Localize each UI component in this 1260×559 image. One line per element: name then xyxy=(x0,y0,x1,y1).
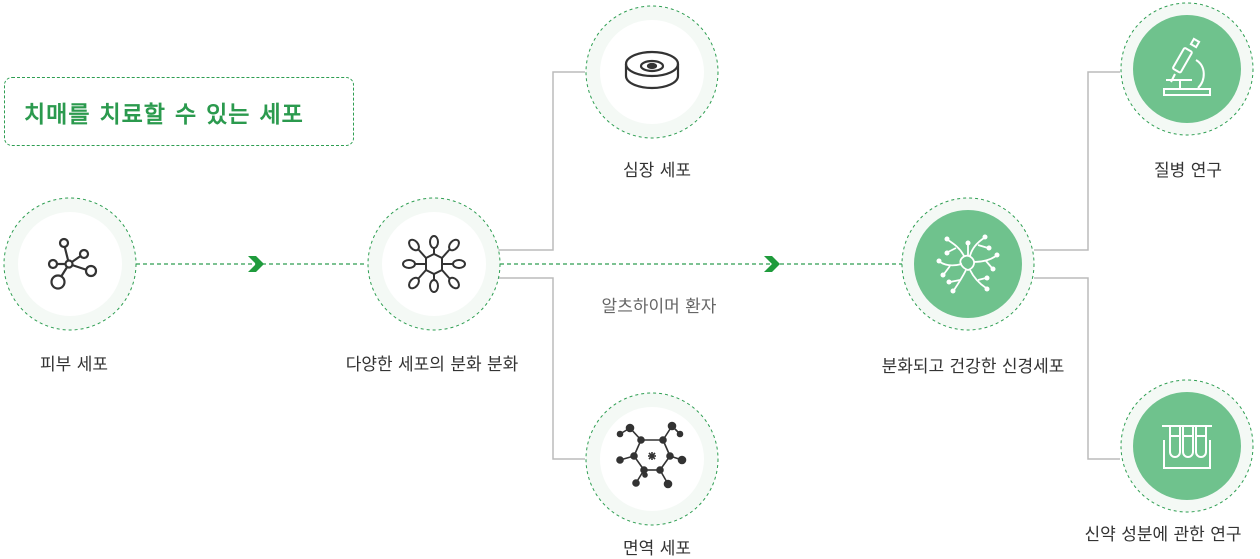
node-neuron xyxy=(901,197,1035,331)
label-heart-cell: 심장 세포 xyxy=(623,161,691,181)
node-skin xyxy=(3,197,137,331)
node-diff xyxy=(367,197,501,331)
microscope-icon xyxy=(1163,37,1211,96)
connector-heart xyxy=(498,71,585,251)
label-drug-research: 신약 성분에 관한 연구 xyxy=(1084,525,1242,545)
node-drug xyxy=(1120,379,1254,513)
label-differentiation: 다양한 세포의 분화 분화 xyxy=(345,355,519,375)
test-tubes-icon xyxy=(1162,425,1212,469)
flow-arrow-1 xyxy=(248,256,264,272)
diagram-title: 치매를 치료할 수 있는 세포 xyxy=(4,77,354,146)
molecule-icon xyxy=(47,237,98,290)
cell-network-icon xyxy=(616,421,687,489)
petri-dish-icon xyxy=(624,50,680,90)
network-icon xyxy=(402,235,466,293)
connector-disease xyxy=(1034,71,1120,251)
node-heart xyxy=(585,5,719,139)
node-disease xyxy=(1120,2,1254,136)
connector-immune xyxy=(498,277,585,460)
label-disease-research: 질병 연구 xyxy=(1154,161,1222,181)
label-alzheimer-patient: 알츠하이머 환자 xyxy=(601,297,717,317)
label-skin-cell: 피부 세포 xyxy=(40,355,108,375)
connector-drug xyxy=(1034,277,1120,460)
node-immune xyxy=(585,392,719,526)
flow-arrow-2 xyxy=(764,256,780,272)
label-immune-cell: 면역 세포 xyxy=(623,539,691,559)
neuron-icon xyxy=(936,234,1000,294)
label-neuron: 분화되고 건강한 신경세포 xyxy=(881,357,1065,377)
